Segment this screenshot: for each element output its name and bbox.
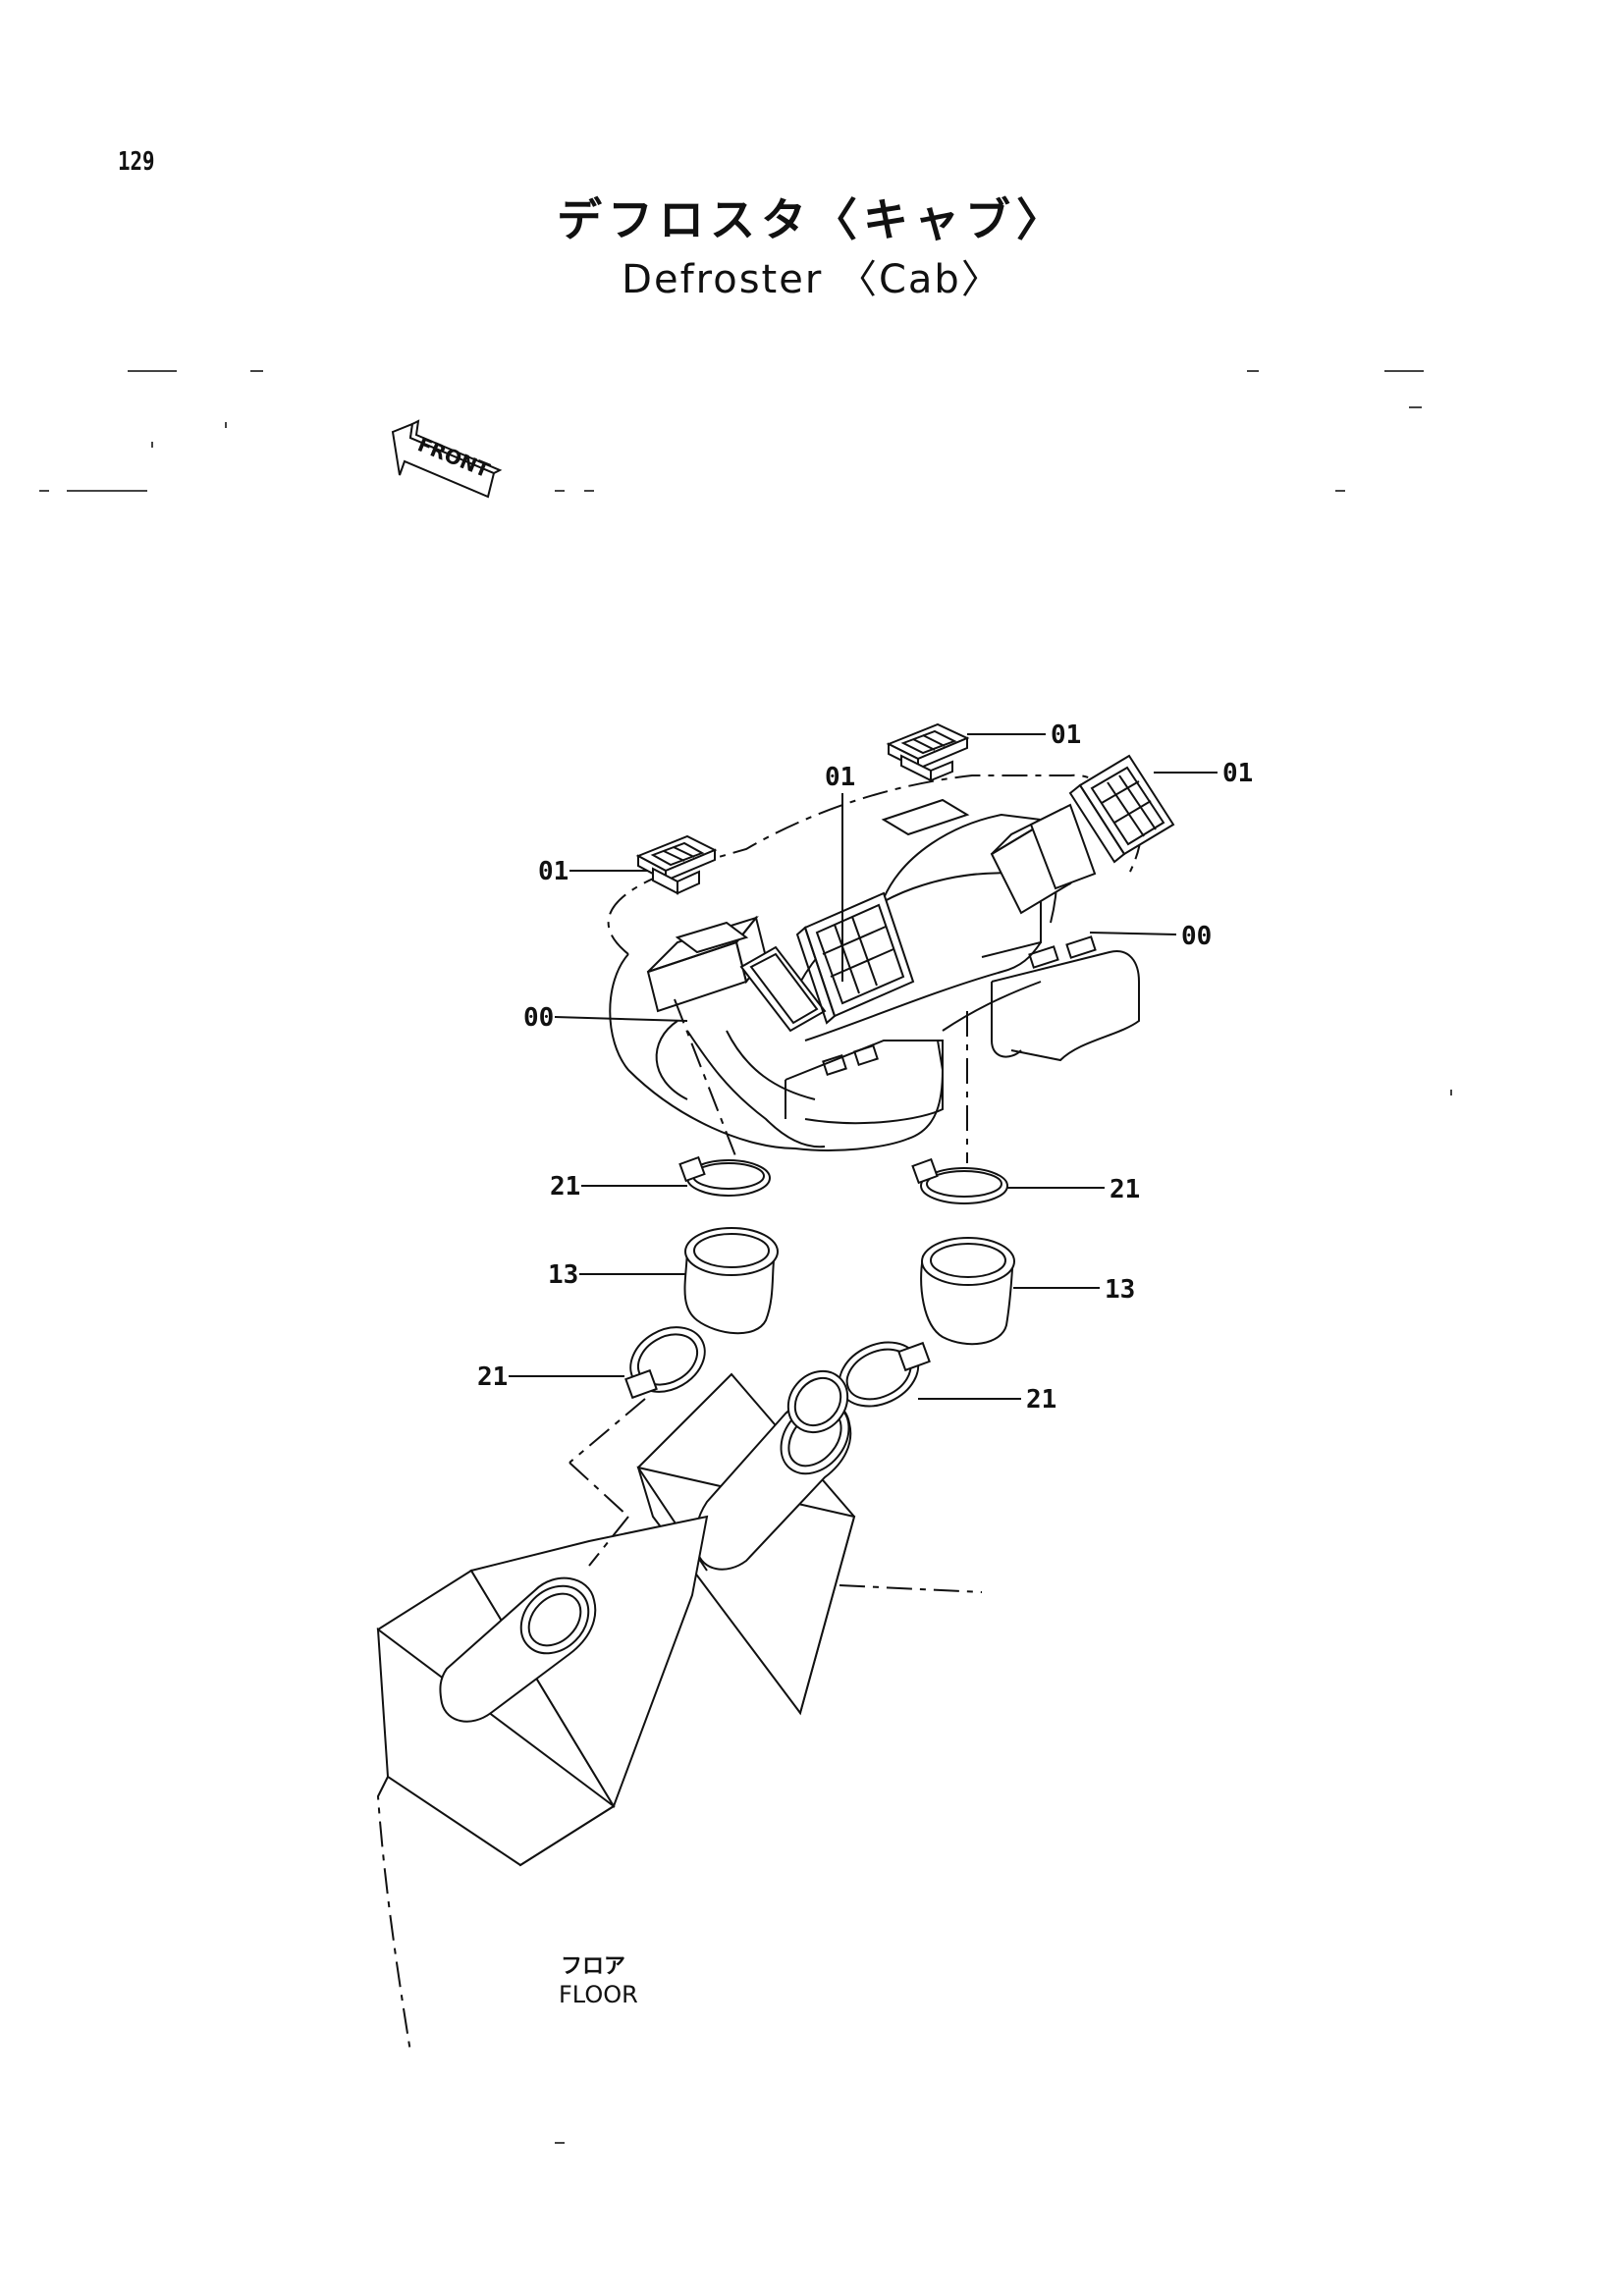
callout-clamp-lower-right: 21: [1026, 1385, 1056, 1415]
callout-elbow-right: 13: [1105, 1275, 1135, 1305]
lower-left-clamp: [624, 1326, 706, 1400]
callout-vent-middle: 01: [825, 763, 855, 792]
callout-clamp-upper-right: 21: [1110, 1175, 1140, 1204]
defroster-housing: [607, 774, 1142, 1151]
left-vent: [635, 834, 718, 895]
title-japanese: デフロスタ〈キャブ〉: [557, 193, 1067, 246]
floor-label-japanese: フロア: [561, 1954, 626, 1979]
callout-duct-right: 00: [1181, 922, 1212, 951]
callout-vent-left: 01: [538, 857, 568, 886]
upper-right-clamp: [911, 1157, 1008, 1204]
page-number: 129: [118, 147, 155, 177]
title-english: Defroster 〈Cab〉: [622, 257, 1002, 302]
left-elbow: [683, 1227, 779, 1335]
lower-right-clamp: [838, 1341, 931, 1408]
callout-vent-top-center: 01: [1051, 721, 1081, 750]
callout-elbow-left: 13: [548, 1260, 578, 1290]
right-elbow: [920, 1237, 1015, 1346]
leader-lines: [376, 733, 1218, 2053]
right-vent: [1068, 754, 1175, 864]
callout-vent-right: 01: [1222, 759, 1253, 788]
top-center-vent: [886, 722, 970, 782]
scan-marks: [39, 370, 1452, 2144]
left-floor-block: [376, 1515, 709, 1867]
callout-duct-left: 00: [523, 1003, 554, 1033]
callout-labels: 01 01 01 01 00 00 21 21 13 13 21 21: [477, 721, 1253, 1415]
upper-left-clamp: [678, 1155, 771, 1197]
callout-clamp-upper-left: 21: [550, 1172, 580, 1201]
right-floor-tube: [786, 1369, 849, 1434]
floor-label-english: FLOOR: [559, 1981, 638, 2008]
callout-clamp-lower-left: 21: [477, 1362, 508, 1392]
center-vent: [795, 891, 915, 1025]
front-arrow-icon: FRONT: [391, 419, 503, 499]
